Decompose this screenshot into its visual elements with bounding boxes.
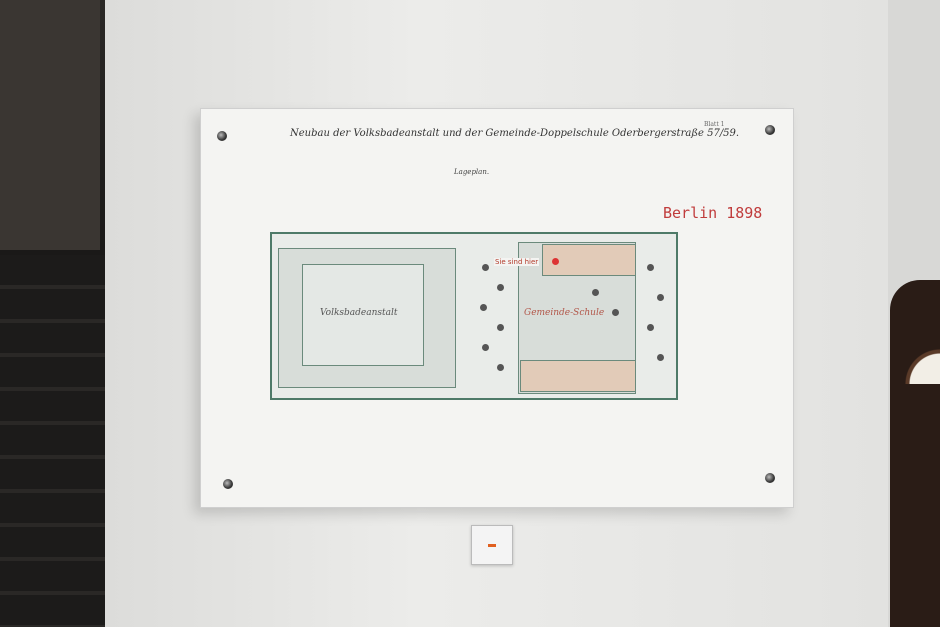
staircase bbox=[0, 255, 108, 627]
screw bbox=[223, 479, 233, 489]
tree bbox=[647, 264, 654, 271]
tree bbox=[480, 304, 487, 311]
tree bbox=[657, 294, 664, 301]
school-label: Gemeinde-Schule bbox=[524, 308, 605, 318]
plan-title: Neubau der Volksbadeanstalt und der Geme… bbox=[290, 128, 740, 139]
tree bbox=[592, 289, 599, 296]
school-wing-south bbox=[520, 360, 636, 392]
tree bbox=[482, 344, 489, 351]
screw bbox=[765, 473, 775, 483]
school-wing-north bbox=[542, 244, 636, 276]
bathhouse-courtyard bbox=[302, 264, 424, 366]
you-are-here-label: Sie sind hier bbox=[494, 258, 540, 266]
tree bbox=[482, 264, 489, 271]
you-are-here-marker bbox=[552, 258, 559, 265]
tree bbox=[612, 309, 619, 316]
tree bbox=[497, 324, 504, 331]
fan-window bbox=[896, 320, 940, 384]
screw bbox=[765, 125, 775, 135]
tree bbox=[497, 284, 504, 291]
site-plan bbox=[270, 232, 678, 400]
tree bbox=[497, 364, 504, 371]
light-switch[interactable] bbox=[471, 525, 513, 565]
plan-subtitle: Lageplan. bbox=[454, 168, 490, 176]
tree bbox=[657, 354, 664, 361]
sheet-number: Blatt 1 bbox=[704, 121, 725, 128]
indicator-light bbox=[488, 544, 496, 547]
archway bbox=[0, 0, 100, 250]
berlin-stamp: Berlin 1898 bbox=[663, 204, 763, 222]
tree bbox=[647, 324, 654, 331]
bathhouse-label: Volksbadeanstalt bbox=[320, 308, 398, 318]
screw bbox=[217, 131, 227, 141]
